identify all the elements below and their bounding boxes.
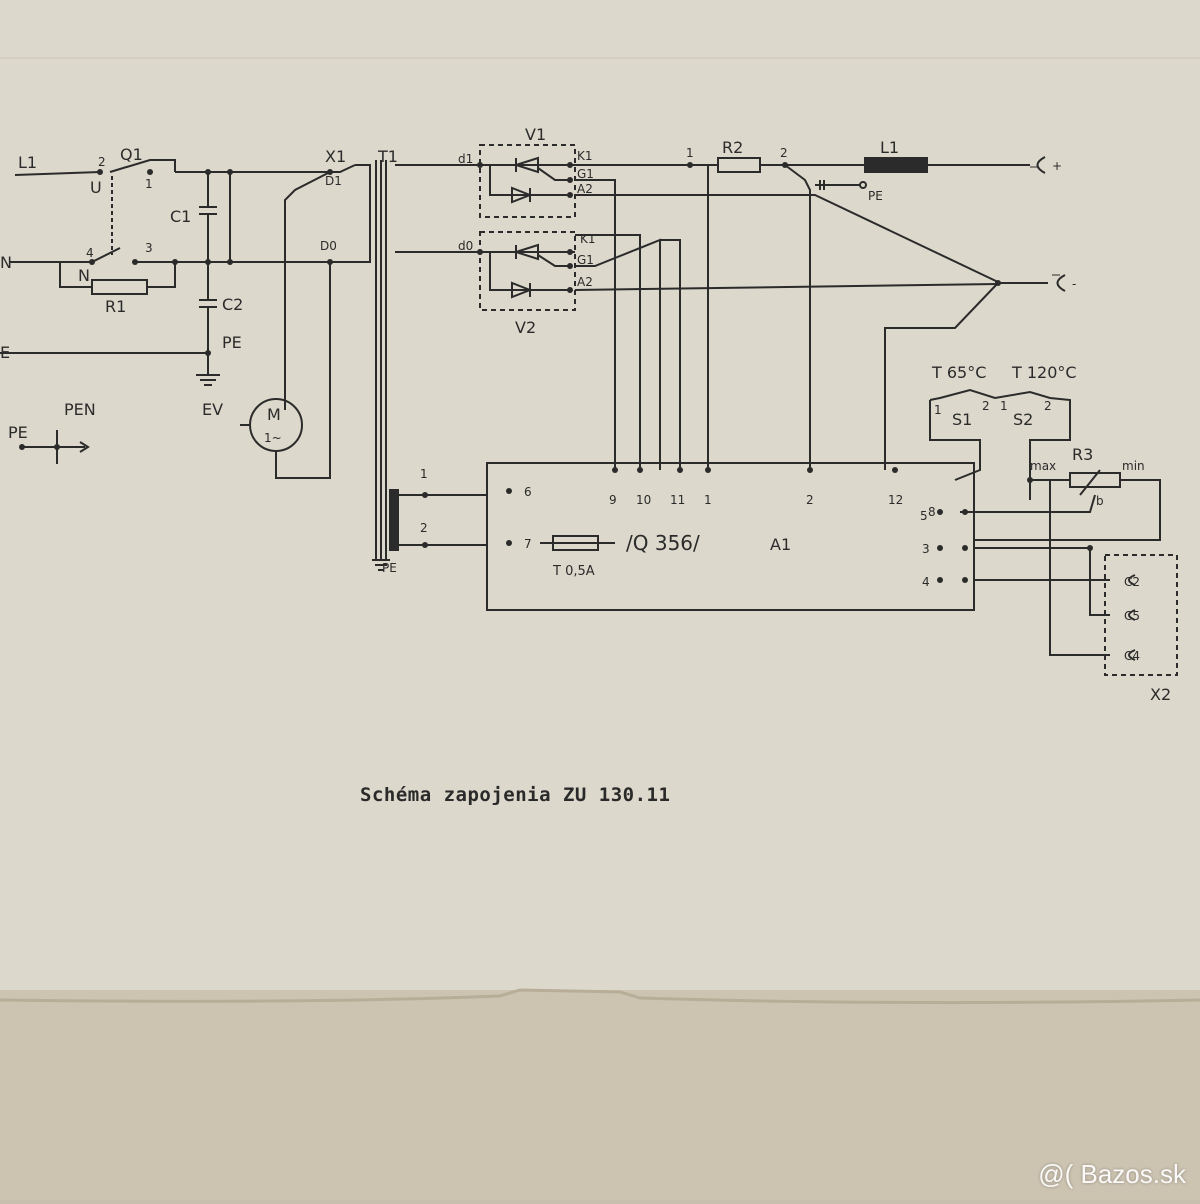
label-PE: PE (222, 333, 242, 352)
label-pin-4: 4 (86, 246, 94, 260)
label-EV: EV (202, 400, 223, 419)
label-node-1: 1 (686, 146, 694, 160)
label-R2: R2 (722, 138, 743, 157)
label-pin-3-a1: 3 (922, 542, 930, 556)
wiring (0, 144, 1178, 676)
label-sec-2: 2 (420, 521, 428, 535)
label-sec-1: 1 (420, 467, 428, 481)
label-PE-symbol: PE (8, 423, 28, 442)
label-A1: A1 (770, 535, 791, 554)
label-K1-a: K1 (577, 149, 593, 163)
label-V1: V1 (525, 125, 546, 144)
label-C2: C2 (222, 295, 243, 314)
label-G1-b: G1 (577, 253, 594, 267)
label-N-switch: N (78, 266, 90, 285)
label-Q1: Q1 (120, 145, 143, 164)
label-D1: D1 (325, 174, 342, 188)
paper-sheet (0, 0, 1200, 1010)
lower-sheet (0, 990, 1200, 1200)
label-D0: D0 (320, 239, 337, 253)
label-s1-pin-1: 1 (934, 403, 942, 417)
label-M: M (267, 405, 281, 424)
label-pin-2: 2 (98, 155, 106, 169)
label-plus: + (1052, 159, 1062, 173)
label-pin-8: 8 (928, 505, 936, 519)
label-X2-C2: C2 (1124, 575, 1140, 589)
label-pin-3: 3 (145, 241, 153, 255)
label-node-2: 2 (780, 146, 788, 160)
labels-left: L1 Q1 U N N E R1 C1 C2 PE X1 T1 EV M PEN… (0, 125, 1171, 704)
label-S2: S2 (1013, 410, 1033, 429)
label-PEN: PEN (64, 400, 96, 419)
diagram-caption: Schéma zapojenia ZU 130.11 (360, 784, 671, 806)
label-d0: d0 (458, 239, 473, 253)
junction-dots (19, 162, 1093, 583)
labels-small: 2 1 4 3 D1 D0 1~ d1 d0 K1 G1 A2 K1 G1 A2… (86, 146, 1145, 663)
label-fuse: T 0,5A (552, 564, 595, 579)
label-pin-9: 9 (609, 493, 617, 507)
label-pin-4-a1: 4 (922, 575, 930, 589)
label-T65: T 65°C (931, 363, 986, 382)
label-T120: T 120°C (1011, 363, 1077, 382)
label-s1-pin-2: 2 (982, 399, 990, 413)
label-Q356: /Q 356/ (626, 531, 700, 555)
label-E: E (0, 343, 10, 362)
label-PE-bus: PE (868, 189, 883, 203)
label-pin-2-a1: 2 (806, 493, 814, 507)
label-pin-6: 6 (524, 485, 532, 499)
label-R3: R3 (1072, 445, 1093, 464)
label-motor-ac: 1~ (264, 431, 282, 445)
label-max: max (1030, 459, 1056, 473)
label-min: min (1122, 459, 1145, 473)
label-K1-b: K1 (580, 232, 596, 246)
label-A2-b: A2 (577, 275, 593, 289)
label-pin-1: 1 (145, 177, 153, 191)
label-pin-10: 10 (636, 493, 651, 507)
label-s2-pin-1: 1 (1000, 399, 1008, 413)
label-A2-a: A2 (577, 182, 593, 196)
label-pin-12: 12 (888, 493, 903, 507)
label-X2-C5: C5 (1124, 609, 1140, 623)
label-PE-transformer: PE (382, 561, 397, 575)
bazos-watermark: @( Bazos.sk (1038, 1159, 1186, 1189)
label-b: b (1096, 494, 1104, 508)
label-T1: T1 (377, 147, 398, 166)
label-d1: d1 (458, 152, 473, 166)
label-s2-pin-2: 2 (1044, 399, 1052, 413)
label-pin-11: 11 (670, 493, 685, 507)
label-R1: R1 (105, 297, 126, 316)
label-minus: - (1072, 277, 1076, 291)
label-X2-C4: C4 (1124, 649, 1140, 663)
label-pin-5: 5 (920, 509, 928, 523)
label-L1: L1 (18, 153, 37, 172)
label-C1: C1 (170, 207, 191, 226)
label-S1: S1 (952, 410, 972, 429)
label-U: U (90, 178, 102, 197)
label-X1: X1 (325, 147, 346, 166)
label-G1-a: G1 (577, 167, 594, 181)
paper-edge (0, 988, 1200, 1005)
label-pin-1-a1: 1 (704, 493, 712, 507)
label-N-input: N (0, 253, 12, 272)
label-pin-7: 7 (524, 537, 532, 551)
label-L1-coil: L1 (880, 138, 899, 157)
label-X2: X2 (1150, 685, 1171, 704)
label-V2: V2 (515, 318, 536, 337)
